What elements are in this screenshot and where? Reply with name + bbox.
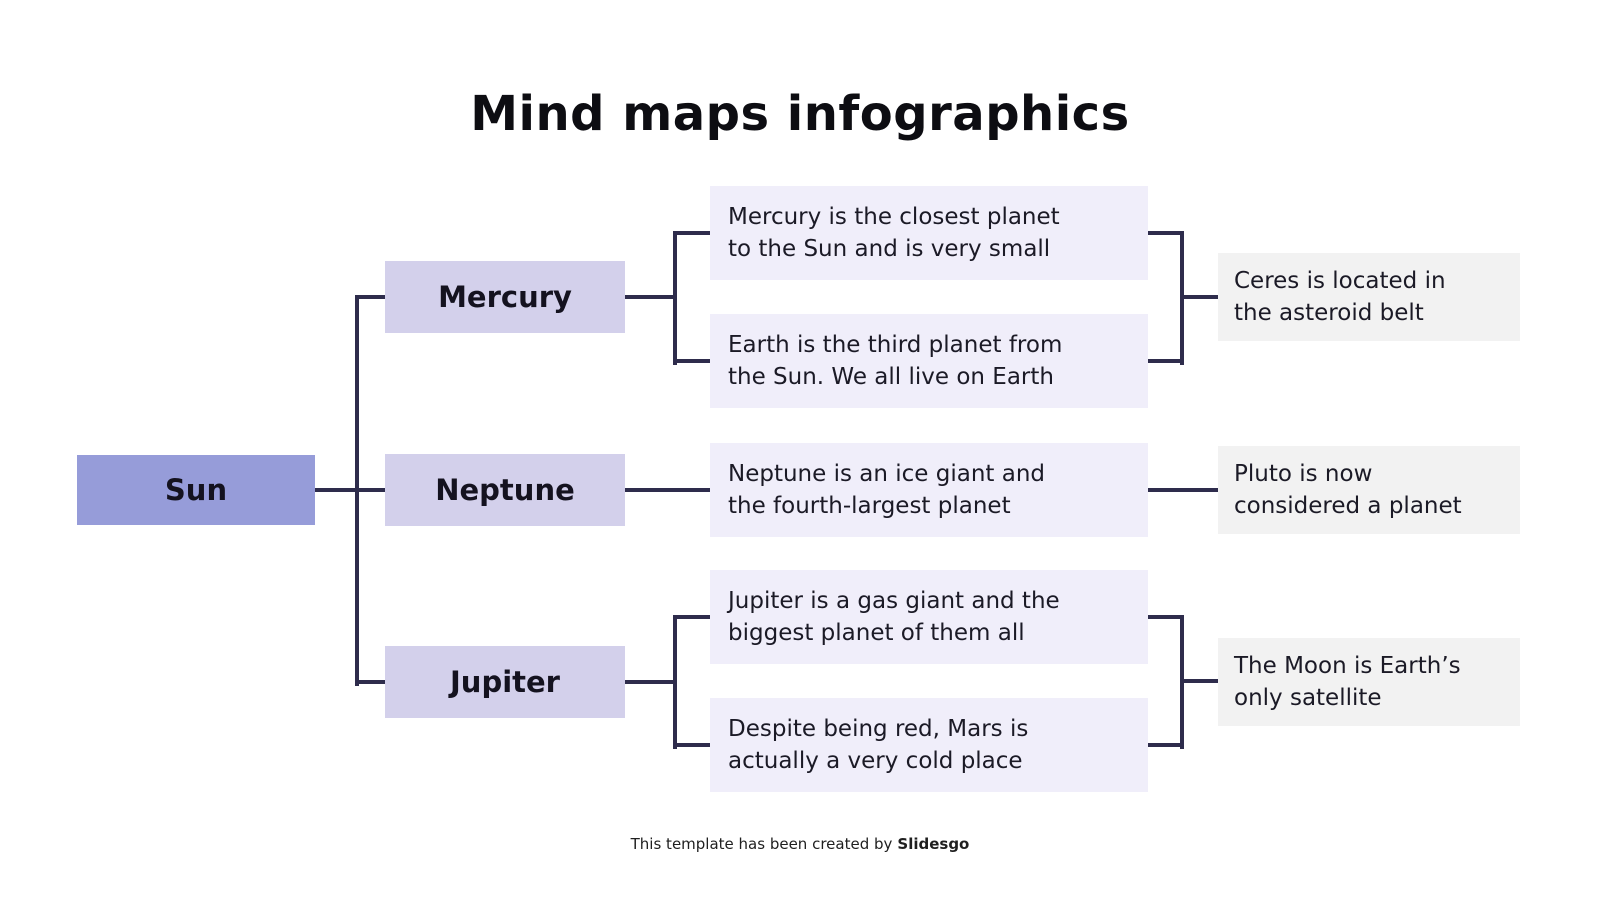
mercury-bracket-vertical [673,231,677,365]
note-pluto: Pluto is now considered a planet [1218,446,1520,534]
connector-bracket-fact-mercury [673,231,710,235]
connector-mercury-bracket [625,295,677,299]
note-moon: The Moon is Earth’s only satellite [1218,638,1520,726]
node-neptune: Neptune [385,454,625,526]
connector-fact-mercury-bracket [1148,231,1184,235]
node-mercury: Mercury [385,261,625,333]
node-sun: Sun [77,455,315,525]
connector-fact-earth-bracket [1148,359,1184,363]
footer-credit: This template has been created by Slides… [0,835,1600,853]
fact-mars: Despite being red, Mars is actually a ve… [710,698,1148,792]
connector-trunk-jupiter [355,680,385,684]
connector-bracket-fact-jupiter [673,615,710,619]
fact-earth: Earth is the third planet from the Sun. … [710,314,1148,408]
connector-bracket-fact-mars [673,743,710,747]
connector-jupiter-bracket [625,680,677,684]
connector-bracket-note-moon [1180,679,1218,683]
connector-bracket-fact-earth [673,359,710,363]
footer-text: This template has been created by [630,835,893,853]
connector-fact-jupiter-bracket [1148,615,1184,619]
connector-trunk-neptune [355,488,385,492]
jupiter-bracket-vertical [673,615,677,749]
connector-bracket-note-ceres [1180,295,1218,299]
connector-neptune-fact [625,488,710,492]
footer-brand: Slidesgo [897,835,970,853]
connector-sun-trunk [315,488,359,492]
page-title: Mind maps infographics [470,86,1130,142]
note-ceres: Ceres is located in the asteroid belt [1218,253,1520,341]
fact-jupiter: Jupiter is a gas giant and the biggest p… [710,570,1148,664]
connector-trunk-mercury [355,295,385,299]
fact-neptune: Neptune is an ice giant and the fourth-l… [710,443,1148,537]
connector-fact-mars-bracket [1148,743,1184,747]
node-jupiter: Jupiter [385,646,625,718]
connector-fact-note-pluto [1148,488,1218,492]
fact-mercury: Mercury is the closest planet to the Sun… [710,186,1148,280]
